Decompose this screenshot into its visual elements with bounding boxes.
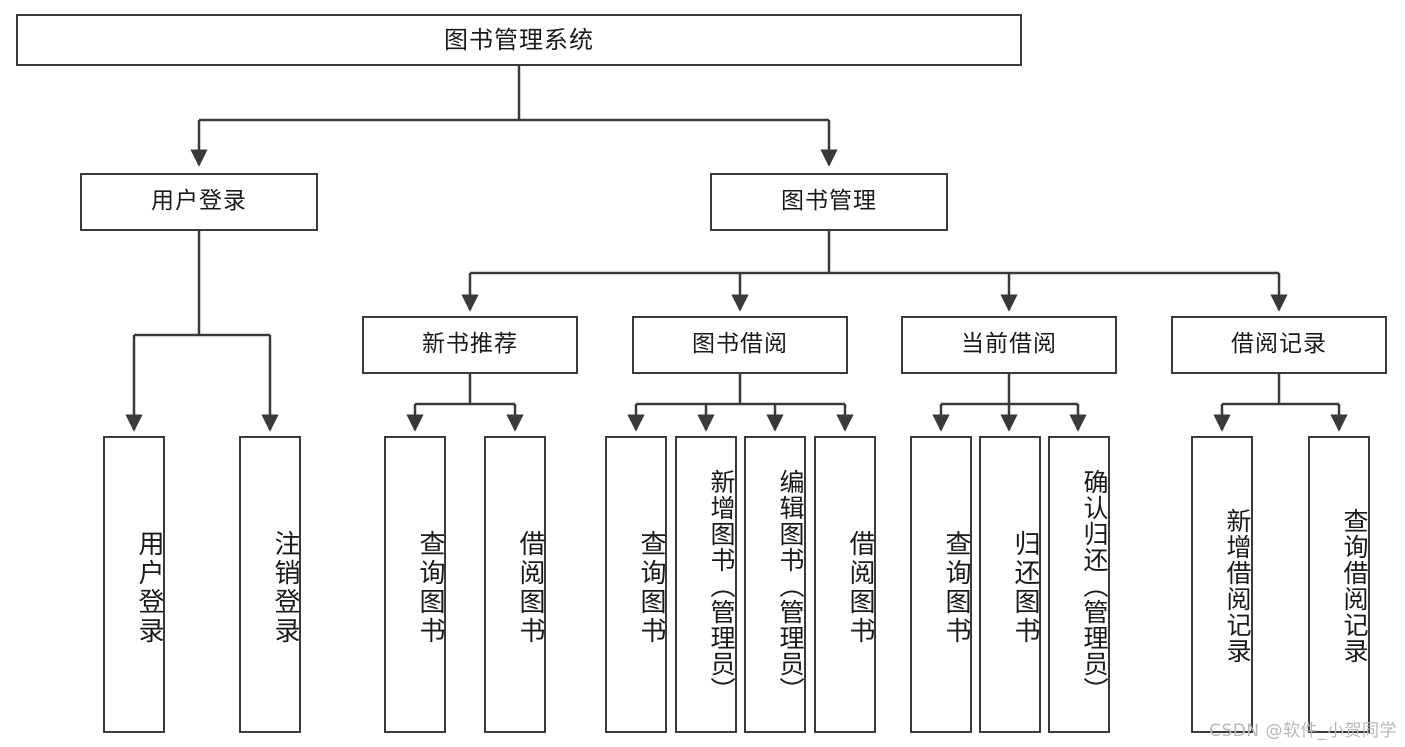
node-leaf-edit-book[interactable]: 编辑图书（管理员） bbox=[744, 436, 806, 733]
node-leaf-user-login[interactable]: 用户登录 bbox=[103, 436, 165, 733]
node-label: 编辑图书（管理员） bbox=[776, 468, 805, 703]
node-label: 用户登录 bbox=[151, 188, 247, 215]
node-leaf-logout-login[interactable]: 注销登录 bbox=[239, 436, 301, 733]
node-label: 用户登录 bbox=[134, 529, 164, 646]
node-leaf-borrow-book-1[interactable]: 借阅图书 bbox=[484, 436, 546, 733]
node-label: 注销登录 bbox=[270, 529, 300, 646]
node-label: 新增借阅记录 bbox=[1223, 507, 1252, 664]
node-book-borrow[interactable]: 图书借阅 bbox=[632, 316, 848, 374]
node-leaf-add-record[interactable]: 新增借阅记录 bbox=[1191, 436, 1253, 733]
node-leaf-confirm-return[interactable]: 确认归还（管理员） bbox=[1048, 436, 1110, 733]
node-label: 借阅图书 bbox=[515, 529, 545, 646]
node-label: 图书管理 bbox=[781, 188, 877, 215]
node-label: 新书推荐 bbox=[422, 331, 518, 358]
node-label: 新增图书（管理员） bbox=[707, 468, 736, 703]
node-leaf-query-book-3[interactable]: 查询图书 bbox=[910, 436, 972, 733]
node-label: 查询借阅记录 bbox=[1340, 507, 1369, 664]
node-leaf-return-book[interactable]: 归还图书 bbox=[979, 436, 1041, 733]
node-label: 查询图书 bbox=[636, 529, 666, 646]
node-borrow-record[interactable]: 借阅记录 bbox=[1171, 316, 1387, 374]
node-leaf-borrow-book-2[interactable]: 借阅图书 bbox=[814, 436, 876, 733]
node-book-management-system[interactable]: 图书管理系统 bbox=[16, 14, 1022, 66]
node-leaf-query-record[interactable]: 查询借阅记录 bbox=[1308, 436, 1370, 733]
csdn-watermark: CSDN @软件_小贺同学 bbox=[1209, 721, 1397, 741]
node-leaf-add-book[interactable]: 新增图书（管理员） bbox=[675, 436, 737, 733]
node-label: 确认归还（管理员） bbox=[1080, 468, 1109, 703]
node-label: 归还图书 bbox=[1010, 529, 1040, 646]
node-leaf-query-book-1[interactable]: 查询图书 bbox=[384, 436, 446, 733]
node-label: 当前借阅 bbox=[961, 331, 1057, 358]
node-label: 借阅记录 bbox=[1231, 331, 1327, 358]
node-label: 图书借阅 bbox=[692, 331, 788, 358]
node-label: 查询图书 bbox=[941, 529, 971, 646]
node-new-book-recommend[interactable]: 新书推荐 bbox=[362, 316, 578, 374]
node-label: 借阅图书 bbox=[845, 529, 875, 646]
node-current-borrow[interactable]: 当前借阅 bbox=[901, 316, 1117, 374]
node-leaf-query-book-2[interactable]: 查询图书 bbox=[605, 436, 667, 733]
node-label: 查询图书 bbox=[415, 529, 445, 646]
node-user-login[interactable]: 用户登录 bbox=[80, 173, 318, 231]
node-label: 图书管理系统 bbox=[444, 25, 594, 54]
node-book-manage[interactable]: 图书管理 bbox=[710, 173, 948, 231]
